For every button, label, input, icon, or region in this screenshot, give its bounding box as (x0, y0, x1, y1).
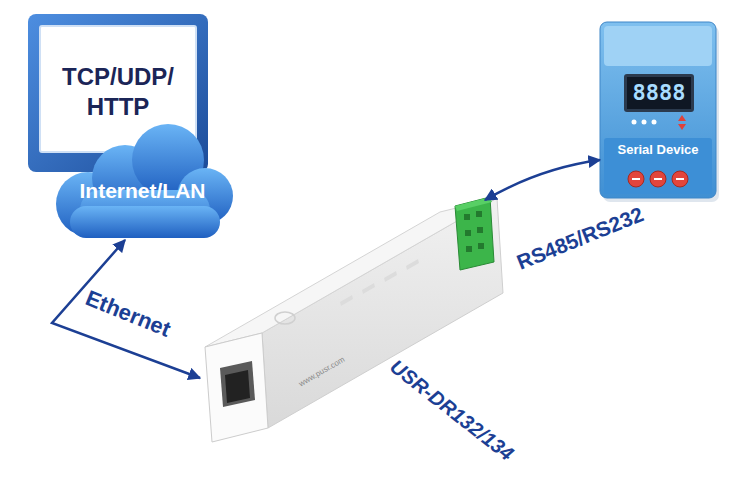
display-screen (627, 77, 691, 109)
serial-top (604, 26, 712, 66)
device-caption: Serial Device (600, 142, 716, 158)
terminal-screw (478, 243, 484, 249)
terminal-screw (464, 214, 470, 220)
link-label: Ethernet (82, 285, 174, 343)
down-key (678, 124, 686, 130)
button-mark (632, 178, 640, 180)
terminal-block (455, 197, 494, 270)
website-label: www.pusr.com (297, 355, 347, 389)
cloud-text: Internet/LAN (50, 178, 235, 204)
serial-device-node: 8888Serial Device (600, 22, 716, 198)
screen-text: TCP/UDP/ HTTP (56, 62, 180, 122)
button (628, 171, 644, 187)
serial-device (600, 22, 719, 202)
button (672, 171, 688, 187)
logo-mark (275, 312, 295, 324)
serial-housing (600, 22, 716, 198)
indicator-dot (652, 120, 657, 125)
led (384, 271, 397, 282)
device-top (205, 198, 497, 347)
terminal-screw (465, 230, 471, 236)
terminal-screw (476, 211, 482, 217)
terminal-screw (466, 246, 472, 252)
cloud-node: Internet/LAN (50, 122, 235, 240)
device-node: USR-DR132/134 (200, 200, 530, 470)
rj45-socket (225, 370, 250, 403)
led (362, 283, 375, 294)
rj45-port (220, 361, 255, 407)
button (650, 171, 666, 187)
indicator-dot (632, 120, 637, 125)
indicator-dot (642, 120, 647, 125)
connector-arrow (52, 240, 200, 378)
display-digits: 8888 (627, 77, 691, 109)
connector-arrow (485, 160, 600, 200)
button-mark (676, 178, 684, 180)
led (340, 295, 353, 306)
display-frame (624, 74, 694, 112)
link-label: RS485/RS232 (513, 201, 647, 274)
device-front (205, 333, 268, 442)
device-side (262, 198, 503, 428)
device-model: USR-DR132/134 (385, 354, 518, 465)
terminal-screw (477, 227, 483, 233)
led (406, 259, 419, 270)
button-mark (654, 178, 662, 180)
up-key (678, 115, 686, 121)
